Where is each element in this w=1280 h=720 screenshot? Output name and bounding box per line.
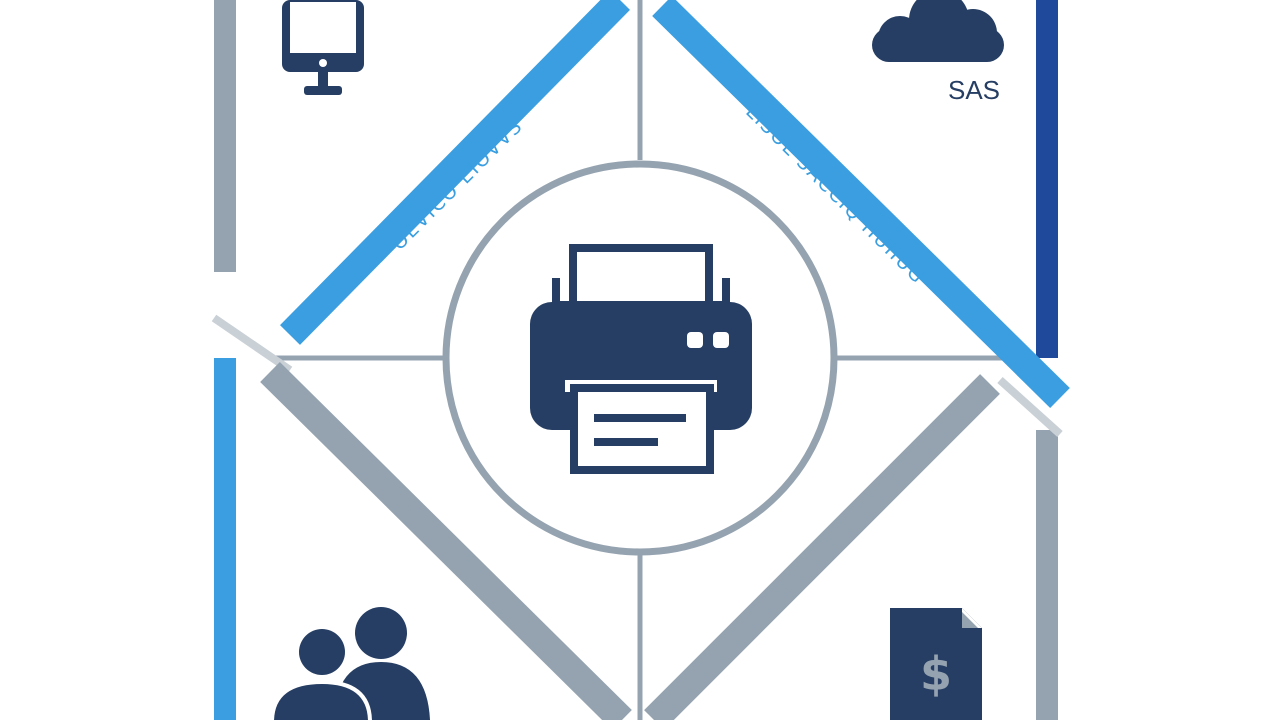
computer-monitor-icon bbox=[282, 0, 364, 95]
dollar-document-icon: $ bbox=[890, 608, 982, 720]
connector-left bbox=[211, 314, 293, 374]
left-frame-bottom bbox=[214, 358, 236, 720]
band-label-bottom-left: SAGOUCAUS bbox=[386, 481, 500, 595]
users-group-icon bbox=[270, 607, 430, 720]
cloud-label: SAS bbox=[948, 75, 1000, 105]
cloud-icon bbox=[872, 0, 1004, 62]
band-bottom-right bbox=[644, 374, 1000, 720]
connector-right bbox=[997, 377, 1063, 437]
band-top-right bbox=[652, 0, 1070, 408]
left-frame-top bbox=[214, 0, 236, 272]
right-frame-top bbox=[1036, 0, 1058, 358]
band-top-left bbox=[280, 0, 630, 345]
printer-icon bbox=[530, 244, 752, 474]
right-frame-bottom bbox=[1036, 430, 1058, 720]
dollar-sign-glyph: $ bbox=[920, 647, 952, 701]
band-bottom-left bbox=[260, 362, 632, 720]
